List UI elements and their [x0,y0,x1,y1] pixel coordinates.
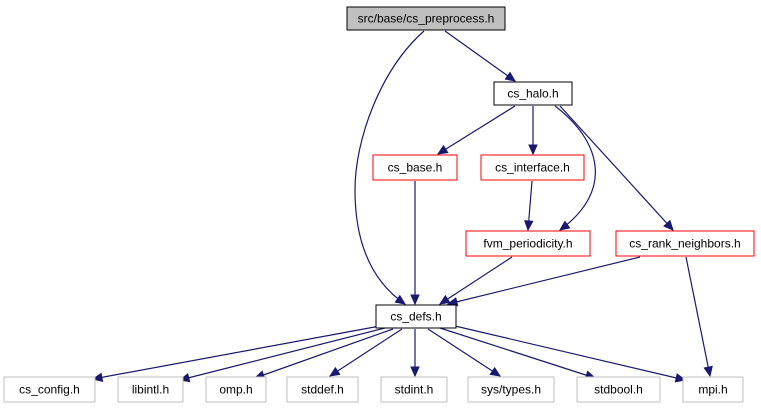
node-systypes: sys/types.h [467,376,555,403]
node-label: cs_base.h [388,161,443,175]
node-box [3,376,96,403]
node-label: cs_defs.h [390,310,441,324]
node-box [480,154,585,181]
edges-layer [91,30,713,383]
node-config: cs_config.h [3,376,96,403]
node-label: libintl.h [132,383,169,397]
node-label: cs_interface.h [495,161,570,175]
edge-halo-to-rank_neighbors-line [559,105,674,231]
node-libintl: libintl.h [117,376,184,403]
node-box [117,376,184,403]
edge-interface-to-fvm_periodicity [524,180,534,232]
edge-halo-to-fvm_periodicity [554,105,596,231]
node-label: cs_rank_neighbors.h [629,237,740,251]
node-box [465,230,591,257]
edge-defs-to-stdbool-line [439,327,596,379]
node-label: stddef.h [301,383,344,397]
edge-halo-to-rank_neighbors-arrowhead [663,219,674,231]
node-stdbool: stdbool.h [576,376,661,403]
node-omp: omp.h [205,376,267,403]
node-box [682,376,744,403]
edge-root-to-defs [354,30,425,305]
edge-defs-to-systypes-arrowhead [489,366,502,377]
node-label: cs_halo.h [507,87,558,101]
node-halo[interactable]: cs_halo.h [493,81,573,106]
edge-defs-to-systypes-line [427,328,501,377]
edge-rank_neighbors-to-mpi-arrowhead [703,365,713,378]
node-box [205,376,267,403]
edge-defs-to-stddef-line [329,328,403,377]
edge-fvm_periodicity-to-defs-arrowhead [438,294,451,305]
edge-rank_neighbors-to-defs-line [447,256,641,305]
edge-root-to-halo-arrowhead [504,71,517,82]
edge-root-to-defs-line [354,30,425,305]
node-box [576,376,661,403]
edge-defs-to-libintl-line [179,327,386,381]
node-box [286,376,359,403]
node-box [467,376,555,403]
node-fvm-periodicity[interactable]: fvm_periodicity.h [465,230,591,257]
edge-halo-to-fvm_periodicity-line [554,105,596,231]
edge-defs-to-stdint-arrowhead [410,366,420,378]
node-label: src/base/cs_preprocess.h [358,12,495,26]
node-rank-neighbors[interactable]: cs_rank_neighbors.h [615,230,755,257]
node-box [372,154,458,181]
node-box [380,376,448,403]
node-box [615,230,755,257]
edge-interface-to-fvm_periodicity-arrowhead [524,220,534,232]
node-defs[interactable]: cs_defs.h [375,304,457,329]
node-mpi: mpi.h [682,376,744,403]
node-label: stdbool.h [594,383,643,397]
edge-base-to-defs-arrowhead [410,294,420,306]
nodes-layer: src/base/cs_preprocess.h cs_halo.h cs_base… [3,6,755,403]
node-box [346,6,506,31]
node-box [375,304,457,329]
edge-halo-to-interface-arrowhead [528,144,538,156]
node-label: sys/types.h [481,383,541,397]
node-label: cs_config.h [19,383,80,397]
edge-halo-to-interface [528,106,538,156]
node-root[interactable]: src/base/cs_preprocess.h [346,6,506,31]
edge-defs-to-mpi-line [454,325,686,381]
edge-defs-to-stddef [328,328,403,377]
node-label: stdint.h [395,383,434,397]
edge-defs-to-omp-line [254,328,394,379]
edge-base-to-defs [410,181,420,306]
edge-rank_neighbors-to-defs [446,256,641,307]
edge-root-to-defs-arrowhead [394,294,407,305]
edge-halo-to-base [436,105,516,155]
edge-defs-to-config-line [92,325,381,380]
node-stddef: stddef.h [286,376,359,403]
edge-halo-to-base-arrowhead [436,144,449,155]
node-label: omp.h [219,383,252,397]
edge-rank_neighbors-to-mpi [685,256,713,378]
edge-defs-to-libintl [178,327,386,383]
edge-halo-to-rank_neighbors [559,105,674,231]
edge-fvm_periodicity-to-defs-line [439,256,513,305]
edge-halo-to-fvm_periodicity-arrowhead [559,220,571,231]
edge-defs-to-stdint [410,329,420,378]
edge-defs-to-mpi [454,325,687,383]
edge-root-to-halo [444,30,517,82]
edge-root-to-halo-line [444,30,516,82]
edge-rank_neighbors-to-mpi-line [685,256,711,377]
edge-defs-to-stddef-arrowhead [328,366,341,377]
edge-fvm_periodicity-to-defs [438,256,513,305]
edge-defs-to-systypes [427,328,502,377]
node-box [493,81,573,106]
node-interface[interactable]: cs_interface.h [480,154,585,181]
node-base[interactable]: cs_base.h [372,154,458,181]
node-label: fvm_periodicity.h [483,237,572,251]
edge-halo-to-base-line [437,105,516,155]
node-label: mpi.h [698,383,727,397]
node-stdint: stdint.h [380,376,448,403]
